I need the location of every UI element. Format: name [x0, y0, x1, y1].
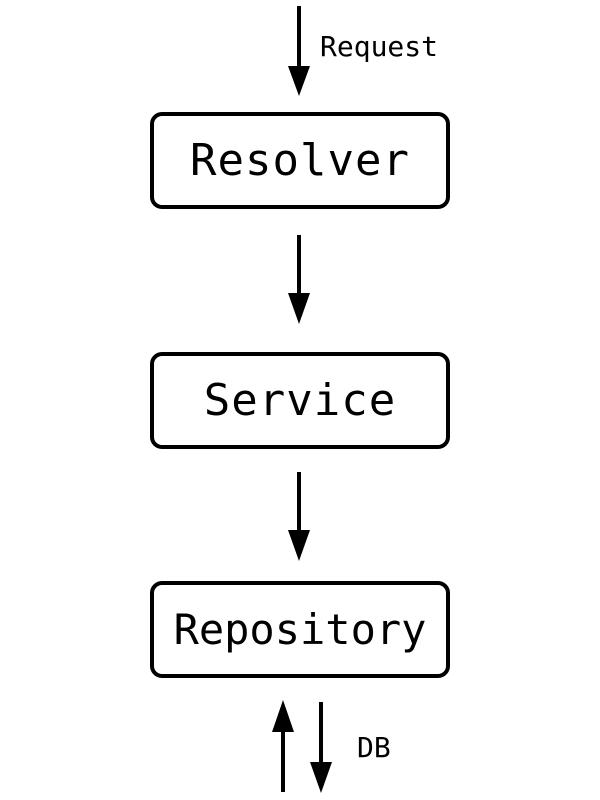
arrow-repository-to-db — [310, 702, 332, 793]
service-label: Service — [203, 374, 397, 426]
resolver-node: Resolver — [150, 112, 450, 209]
arrow-resolver-to-service — [288, 235, 310, 324]
arrow-service-to-repository — [288, 472, 310, 561]
repository-label: Repository — [173, 604, 427, 654]
repository-node: Repository — [150, 581, 450, 678]
request-edge-label: Request — [320, 30, 439, 63]
arrow-db-to-repository — [272, 700, 294, 792]
service-node: Service — [150, 352, 450, 449]
db-edge-label: DB — [357, 731, 391, 764]
resolver-label: Resolver — [190, 134, 410, 186]
arrow-request-to-resolver — [288, 6, 310, 96]
